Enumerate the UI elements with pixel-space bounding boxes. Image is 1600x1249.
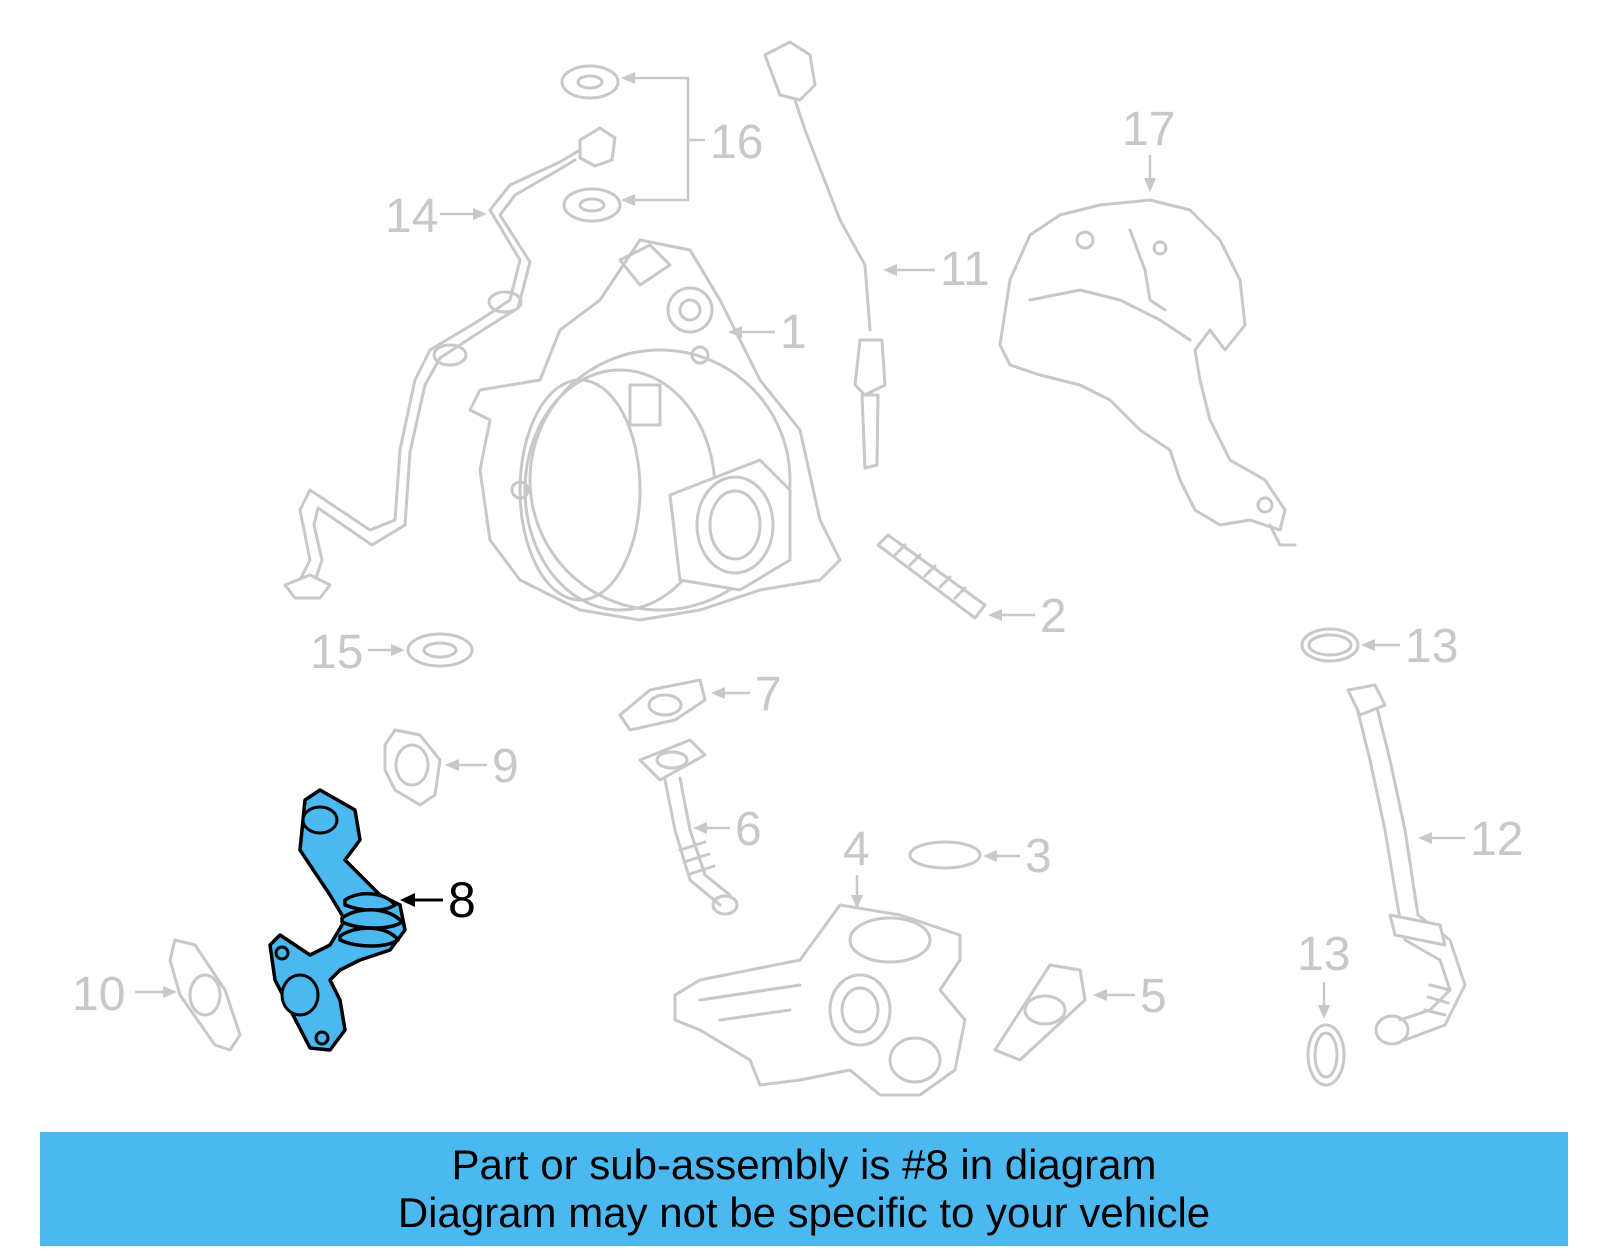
oil-line-part-14: [283, 126, 617, 600]
callout-2: 2: [1040, 590, 1067, 643]
gasket-part-3: [908, 840, 982, 870]
sensor-part-11: [763, 40, 887, 470]
callout-4: 4: [843, 823, 870, 876]
callout-13-top: 13: [1405, 620, 1458, 673]
callout-9: 9: [492, 740, 519, 793]
callout-14: 14: [385, 190, 438, 243]
o-ring-part-13-bottom: [1306, 1023, 1346, 1087]
gasket-part-7: [618, 678, 707, 732]
callout-12: 12: [1470, 813, 1523, 866]
callout-8: 8: [448, 872, 476, 928]
banner-line-2: Diagram may not be specific to your vehi…: [397, 1189, 1211, 1236]
heat-shield-part-17: [998, 198, 1297, 547]
callout-5: 5: [1140, 970, 1167, 1023]
callout-11: 11: [940, 243, 990, 296]
egr-housing-part-4: [673, 903, 967, 1097]
o-ring-part-13-top: [1300, 627, 1360, 663]
egr-pipe-part-8-highlighted: [268, 788, 407, 1052]
washer-part-15: [406, 632, 474, 668]
stud-part-2: [876, 533, 987, 620]
gasket-part-9: [383, 728, 442, 807]
callout-6: 6: [735, 803, 762, 856]
callout-10: 10: [72, 968, 125, 1021]
gasket-part-10: [168, 938, 242, 1052]
gasket-part-5: [993, 963, 1087, 1062]
callout-1: 1: [780, 306, 807, 359]
callout-17: 17: [1122, 103, 1175, 156]
pipe-part-6: [638, 738, 739, 916]
pipe-part-12: [1346, 683, 1467, 1046]
washers-part-16: [560, 64, 622, 223]
info-banner: Part or sub-assembly is #8 in diagram Di…: [40, 1132, 1568, 1246]
callout-7: 7: [755, 668, 782, 721]
turbocharger-part-1: [468, 238, 842, 622]
callout-3: 3: [1025, 830, 1052, 883]
banner-line-1: Part or sub-assembly is #8 in diagram: [451, 1141, 1157, 1188]
callout-15: 15: [310, 626, 363, 679]
callout-16: 16: [710, 116, 763, 169]
callout-13-bottom: 13: [1297, 928, 1350, 981]
